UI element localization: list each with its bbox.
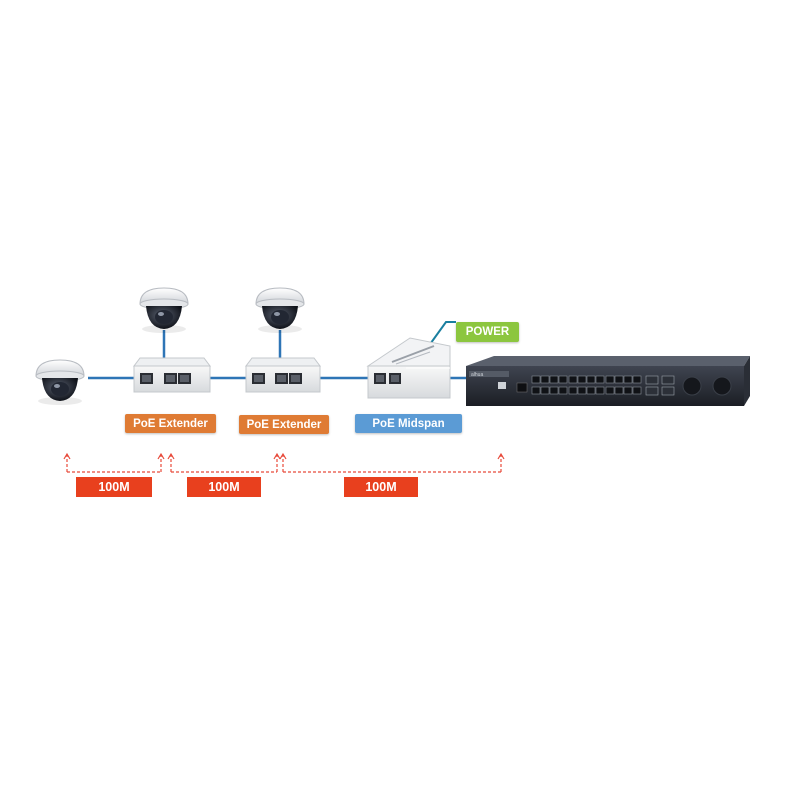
dome-camera-3 <box>255 287 305 333</box>
svg-text:alhua: alhua <box>471 372 483 378</box>
network-cables <box>88 321 466 380</box>
dome-camera-2 <box>139 287 189 333</box>
poe-extender-label-1: PoE Extender <box>125 414 216 433</box>
network-switch: alhua <box>466 356 750 406</box>
poe-midspan-device <box>366 337 451 399</box>
distance-label-1: 100M <box>76 477 152 497</box>
distance-arrow-2 <box>167 452 281 473</box>
poe-midspan-label: PoE Midspan <box>355 414 462 433</box>
poe-extender-device-1 <box>133 357 211 393</box>
poe-extender-label-2: PoE Extender <box>239 415 329 434</box>
distance-label-3: 100M <box>344 477 418 497</box>
distance-arrow-1 <box>63 452 165 473</box>
distance-arrows <box>63 452 505 473</box>
switch-sfp-slots <box>645 375 675 396</box>
switch-port-grid <box>531 375 642 395</box>
dome-camera-1 <box>35 359 85 405</box>
poe-extender-device-2 <box>245 357 321 393</box>
power-cable <box>427 321 456 348</box>
distance-label-2: 100M <box>187 477 261 497</box>
distance-arrow-3 <box>279 452 505 473</box>
power-label: POWER <box>456 322 519 342</box>
